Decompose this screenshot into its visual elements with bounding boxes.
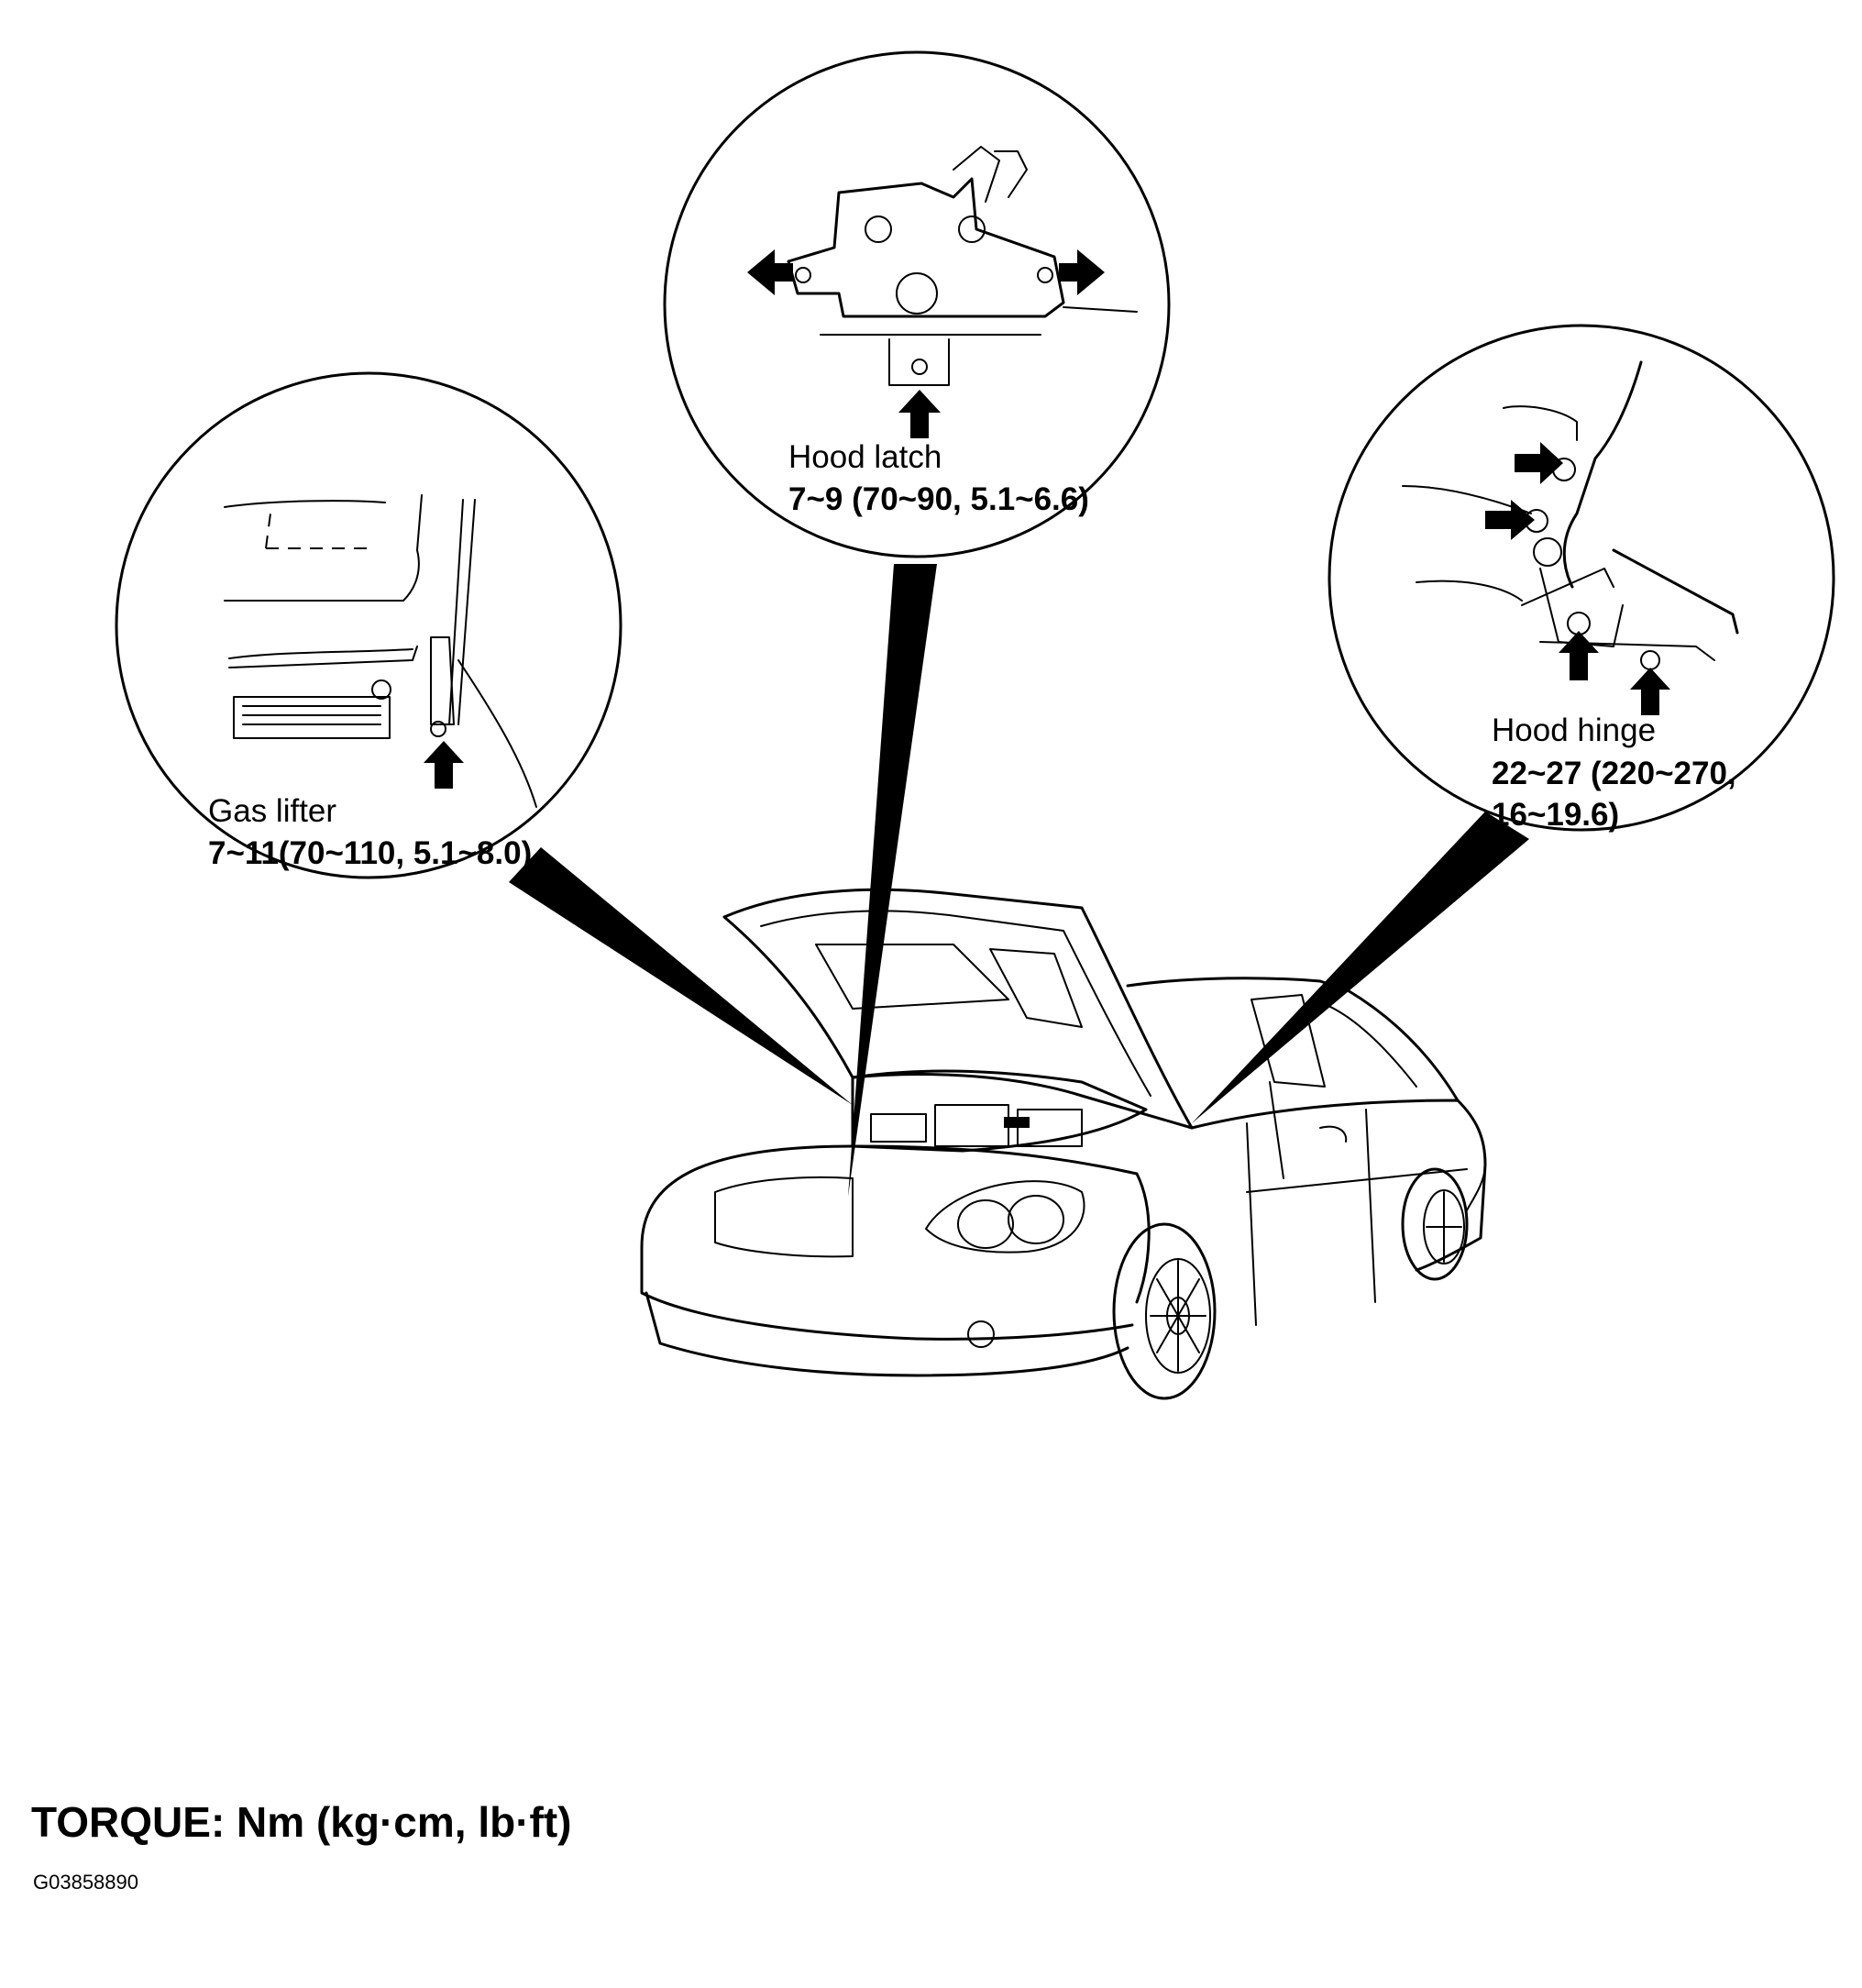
gas-lifter-name-label: Gas lifter	[208, 793, 336, 829]
gas-lifter-torque-label: 7~11(70~110, 5.1~8.0)	[208, 835, 532, 871]
hood-hinge-detail	[1402, 360, 1739, 715]
hood-hinge-name-label: Hood hinge	[1492, 712, 1656, 748]
torque-unit-note: TORQUE: Nm (kg·cm, lb·ft)	[31, 1798, 572, 1846]
hood-latch-torque-label: 7~9 (70~90, 5.1~6.6)	[788, 481, 1089, 517]
hood-latch-name-label: Hood latch	[788, 439, 942, 475]
car-illustration	[640, 888, 1487, 1400]
gas-lifter-callout-circle	[115, 371, 623, 879]
hood-latch-leader	[848, 564, 937, 1197]
hood-hinge-torque-line2: 16~19.6)	[1492, 797, 1619, 833]
gas-lifter-leader	[509, 847, 853, 1105]
hood-hinge-callout-circle	[1328, 324, 1835, 832]
hood-latch-callout-circle	[663, 50, 1171, 558]
figure-id: G03858890	[33, 1871, 138, 1894]
hood-latch-detail	[747, 146, 1138, 438]
hood-hinge-torque-line1: 22~27 (220~270,	[1492, 756, 1736, 791]
hood-hinge-leader	[1192, 812, 1529, 1123]
gas-lifter-detail	[224, 494, 537, 808]
